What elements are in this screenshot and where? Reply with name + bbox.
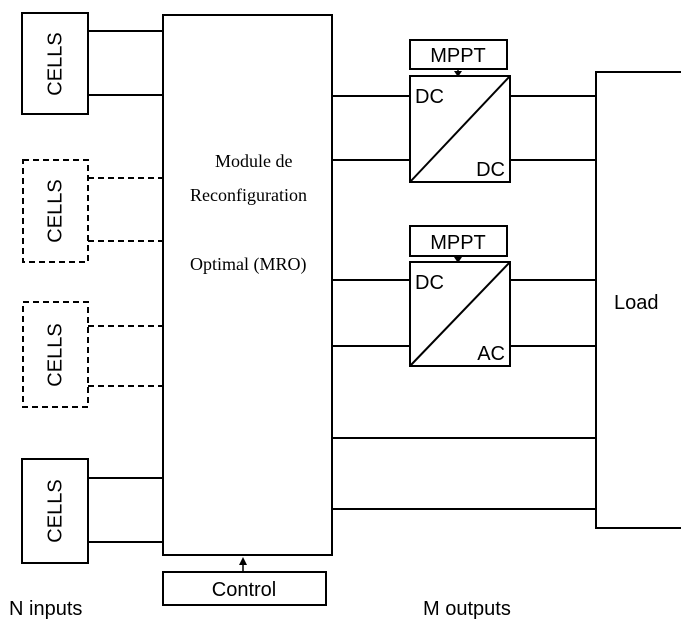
cell-block-1: CELLS: [21, 12, 89, 115]
arrowhead-icon: [454, 257, 462, 263]
cell-block-4-label: CELLS: [44, 479, 66, 542]
mppt-2-label: MPPT: [430, 232, 486, 254]
dcdc-converter: DC DC: [409, 75, 511, 183]
mro-block: [162, 14, 333, 556]
mro-label-line-2: Reconfiguration: [190, 185, 307, 205]
output-wires: [332, 95, 596, 510]
dcdc-out-label: DC: [476, 159, 505, 181]
dcdc-in-label: DC: [415, 86, 444, 108]
inputs-caption: N inputs: [9, 598, 82, 620]
dcac-converter: DC AC: [409, 261, 511, 367]
input-wires: [88, 30, 163, 543]
control-block: Control: [162, 557, 327, 606]
cell-block-3-optional: CELLS: [22, 301, 89, 408]
mro-label-line-3: Optimal (MRO): [190, 254, 307, 275]
outputs-caption: M outputs: [423, 598, 511, 620]
mro-label: Module de Reconfiguration Optimal (MRO): [190, 151, 307, 275]
cell-block-1-label: CELLS: [44, 32, 66, 95]
control-label: Control: [212, 579, 276, 601]
dcac-in-label: DC: [415, 272, 444, 294]
load-label: Load: [614, 292, 659, 314]
mro-label-line-1: Module de: [215, 151, 292, 171]
cell-block-4: CELLS: [21, 458, 89, 564]
mppt-block-1: MPPT: [409, 39, 508, 77]
dcac-out-label: AC: [477, 343, 505, 365]
cell-block-3-label: CELLS: [44, 323, 66, 386]
mppt-block-2: MPPT: [409, 225, 508, 263]
arrowhead-icon: [239, 557, 247, 565]
cell-block-2-label: CELLS: [44, 179, 66, 242]
arrowhead-icon: [454, 71, 462, 77]
cell-block-2-optional: CELLS: [22, 159, 89, 263]
load-block: Load: [595, 71, 681, 529]
mppt-1-label: MPPT: [430, 45, 486, 67]
